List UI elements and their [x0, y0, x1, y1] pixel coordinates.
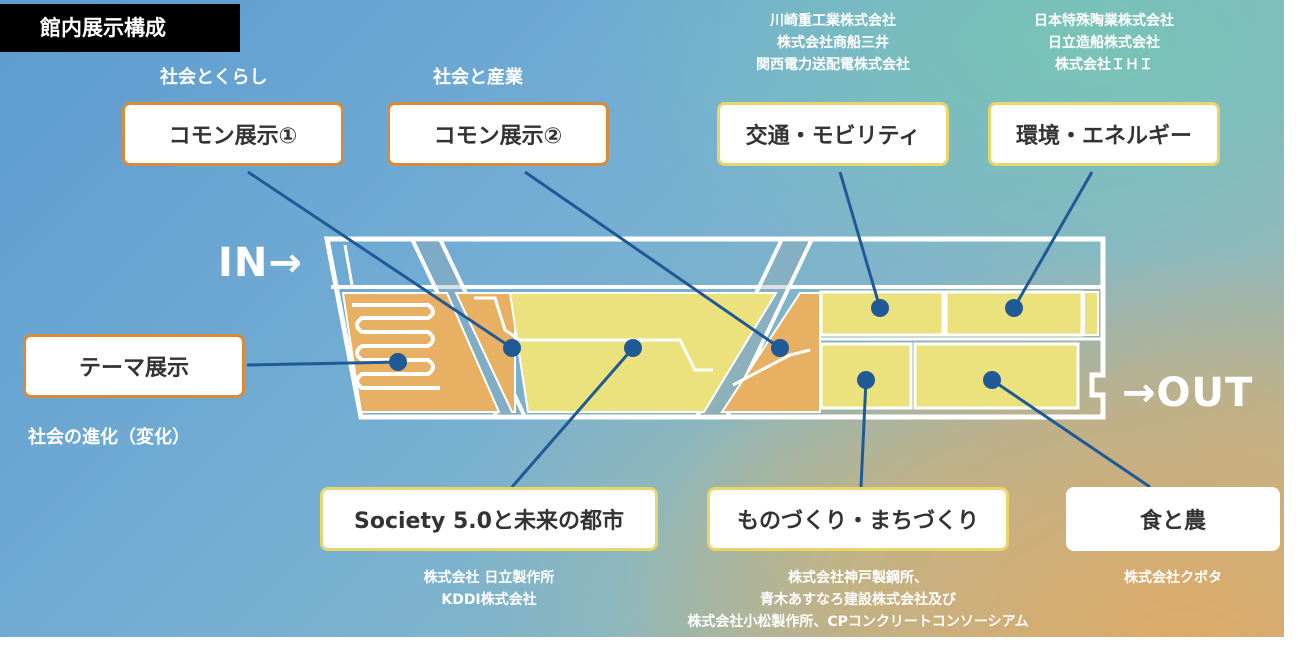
- dot-transport: [871, 299, 889, 317]
- company-name: 株式会社神戸製鋼所、: [788, 570, 928, 586]
- connector-theme: [246, 360, 399, 367]
- dot-food: [983, 371, 1001, 389]
- companies-food: 株式会社クボタ: [1080, 567, 1266, 589]
- section-life-label: 社会とくらし: [160, 67, 268, 88]
- serpentine-path: [352, 303, 440, 390]
- dot-common1: [503, 339, 521, 357]
- exhibit-common1-label: コモン展示①: [168, 124, 298, 149]
- connector-dots: [389, 299, 1023, 389]
- company-name: 川崎重工業株式会社: [770, 13, 896, 29]
- company-name: 株式会社商船三井: [777, 35, 889, 51]
- company-name: 青木あすなろ建設株式会社及び: [760, 592, 956, 608]
- company-name: 株式会社ＩＨＩ: [1055, 57, 1153, 73]
- connector-transport: [838, 171, 882, 309]
- zone-society: [508, 292, 778, 413]
- exhibit-food-label: 食と農: [1139, 509, 1206, 534]
- zone-common1: [454, 292, 516, 413]
- section-industry-label: 社会と産業: [433, 67, 523, 88]
- zone-common2: [720, 292, 821, 413]
- connector-common2: [524, 170, 781, 350]
- page-title: 館内展示構成: [0, 4, 240, 52]
- bottom-margin: [0, 637, 1298, 645]
- right-margin: [1284, 0, 1298, 645]
- company-name: 株式会社小松製作所、CPコンクリートコンソーシアム: [687, 614, 1029, 630]
- connector-common1: [247, 170, 513, 350]
- dot-society: [624, 339, 642, 357]
- dot-energy: [1005, 299, 1023, 317]
- dot-common2: [771, 339, 789, 357]
- companies-society: 株式会社 日立製作所 KDDI株式会社: [380, 567, 598, 611]
- companies-transport: 川崎重工業株式会社 株式会社商船三井 関西電力送配電株式会社: [723, 10, 943, 76]
- connector-lines: [246, 170, 1151, 489]
- company-name: 関西電力送配電株式会社: [756, 57, 910, 73]
- company-name: 株式会社 日立製作所: [423, 570, 555, 586]
- exhibit-common2-box: コモン展示②: [387, 102, 609, 166]
- company-name: 日立造船株式会社: [1048, 35, 1160, 51]
- companies-manufacturing: 株式会社神戸製鋼所、 青木あすなろ建設株式会社及び 株式会社小松製作所、CPコン…: [618, 567, 1098, 633]
- entry-divider: [343, 244, 354, 286]
- connector-society: [510, 347, 635, 488]
- connector-manufacturing: [859, 379, 868, 488]
- exhibit-society-label: Society 5.0と未来の都市: [354, 509, 624, 534]
- entrance-label: IN→: [218, 240, 303, 286]
- common2-path: [732, 348, 811, 387]
- exhibit-transport-box: 交通・モビリティ: [717, 102, 949, 166]
- exhibit-manufacturing-label: ものづくり・まちづくり: [736, 509, 979, 534]
- connector-energy: [1012, 171, 1094, 309]
- section-evolution-label: 社会の進化（変化）: [28, 427, 190, 448]
- exhibit-energy-box: 環境・エネルギー: [988, 102, 1220, 166]
- companies-energy: 日本特殊陶業株式会社 日立造船株式会社 株式会社ＩＨＩ: [984, 10, 1224, 76]
- hall-outline: [323, 236, 1106, 420]
- dot-manufacturing: [857, 371, 875, 389]
- exhibit-manufacturing-box: ものづくり・まちづくり: [707, 487, 1009, 551]
- exhibit-common2-label: コモン展示②: [433, 124, 563, 149]
- connector-food: [991, 378, 1151, 489]
- company-name: 日本特殊陶業株式会社: [1034, 13, 1174, 29]
- exhibit-theme-label: テーマ展示: [78, 356, 189, 381]
- exhibit-energy-label: 環境・エネルギー: [1015, 124, 1192, 149]
- exhibit-society-box: Society 5.0と未来の都市: [320, 487, 658, 551]
- zone-food: [913, 342, 1080, 410]
- exhibit-common1-box: コモン展示①: [122, 102, 344, 166]
- company-name: KDDI株式会社: [441, 592, 537, 608]
- exit-label: →OUT: [1122, 370, 1254, 416]
- zone-theme: [341, 292, 501, 413]
- zone-transport: [819, 290, 945, 337]
- society-path: [474, 296, 713, 372]
- zone-energy-ext: [1083, 291, 1099, 336]
- dot-theme: [389, 353, 407, 371]
- exhibit-food-box: 食と農: [1066, 487, 1280, 551]
- company-name: 株式会社クボタ: [1124, 570, 1222, 586]
- exhibit-theme-box: テーマ展示: [23, 334, 245, 398]
- exhibit-transport-label: 交通・モビリティ: [745, 124, 921, 149]
